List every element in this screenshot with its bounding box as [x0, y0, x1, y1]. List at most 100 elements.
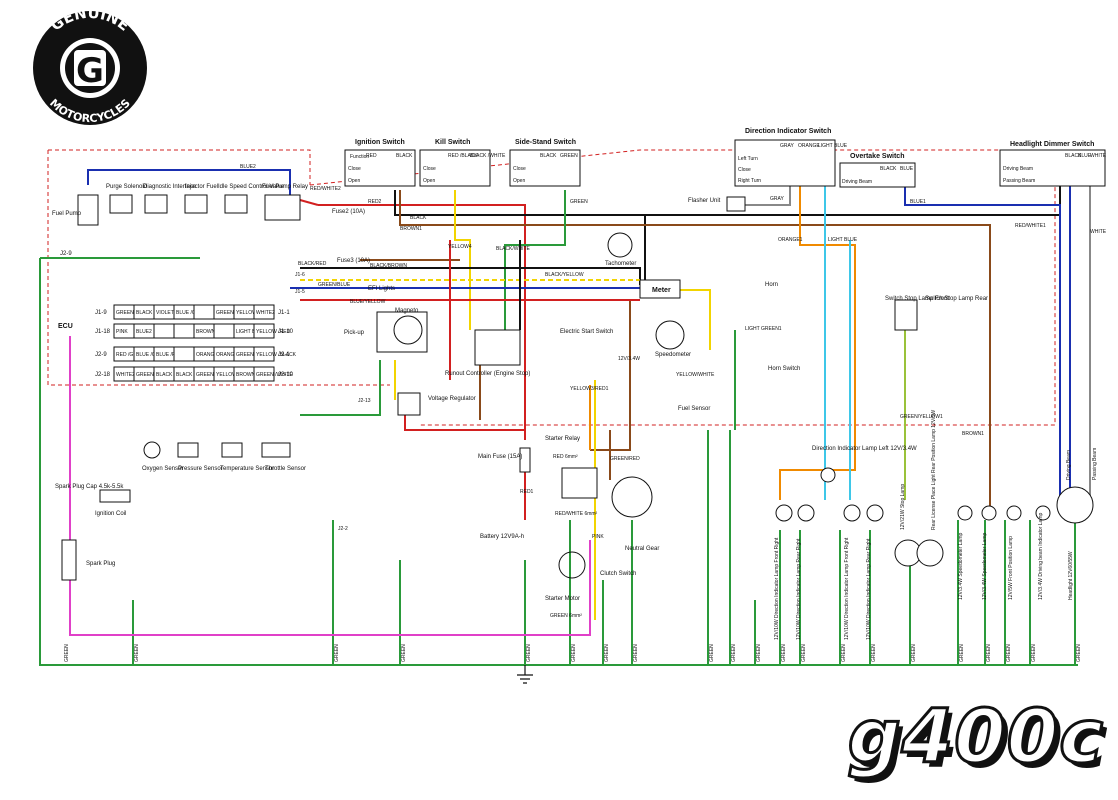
ground-label: GREEN [986, 644, 992, 662]
switch-col: BLACK [880, 166, 897, 172]
neutral-gear-label: Neutral Gear [625, 546, 659, 552]
switch-col: BLACK [540, 153, 557, 159]
lamp-label: 12V/10W Direction Indicator Lamp Front R… [774, 537, 780, 640]
ecu-cell: RED /GRAY [116, 352, 144, 358]
ground-label: GREEN [401, 644, 407, 662]
switch-row: Passing Beam [1003, 178, 1035, 184]
ground-symbol-icon [517, 665, 533, 684]
electric-start-label: Electric Start Switch [560, 329, 613, 335]
ecu-cell: LIGHT BLUE2 [236, 329, 268, 335]
voltage-regulator-label: Voltage Regulator [428, 396, 476, 402]
wire-label: BLUE2 [240, 164, 256, 170]
switch-row: Open [348, 178, 360, 184]
fuse2-label: Fuse2 (10A) [332, 209, 365, 215]
wire-label: BLACK [410, 215, 427, 221]
pressure-sensor-label: Pressure Sensor [178, 466, 223, 472]
horn-switch-label: Horn Switch [768, 366, 800, 372]
switch-row: Close [423, 166, 436, 172]
wire-label: LIGHT BLUE [828, 237, 858, 243]
side-stand-switch-title: Side-Stand Switch [515, 139, 576, 146]
ecu-cell: WHITE2 /RED [116, 372, 149, 378]
ecu-label: ECU [58, 323, 73, 330]
wire-label: GREEN/RED [610, 456, 640, 462]
speedometer-label: Speedometer [655, 352, 691, 358]
ground-label: GREEN [633, 644, 639, 662]
switch-col: WHITE [1090, 153, 1107, 159]
switch-col: BLUE [1078, 153, 1092, 159]
switch-row: Left Turn [738, 156, 758, 162]
wire-label: YELLOW3/RED1 [570, 386, 609, 392]
magneto-label: Magneto [395, 308, 419, 314]
spark-plug-cap-label: Spark Plug Cap 4.5k-5.5k [55, 484, 124, 490]
horn-label: Horn [765, 282, 778, 288]
side-stand-switch: Side-Stand Switch BLACK GREEN Close Open [509, 139, 581, 187]
fuse3-label: Fuse3 (10A) [337, 258, 370, 264]
ecu-cell: VIOLET [156, 310, 174, 316]
temperature-sensor-label: Temperature Sensor [220, 466, 274, 472]
switch-row: Close [513, 166, 526, 172]
ground-label: GREEN [841, 644, 847, 662]
wire-label: BLACK/RED [298, 261, 327, 267]
ecu-cell: GREEN /RED [196, 372, 228, 378]
ground-label: GREEN [756, 644, 762, 662]
ecu-cell: BLUE2 [136, 329, 152, 335]
lamp-label: 12V/21W Stop Lamp [900, 484, 906, 530]
switch-col: RED /BLACK [448, 153, 478, 159]
wire-label: RED2 [368, 199, 382, 205]
header-function: Function [350, 154, 369, 160]
dir-left-label: Direction Indicator Lamp Left 12V/3.4W [812, 446, 917, 452]
fuel-pump-relay-label: Fuel Pump Relay [262, 184, 308, 190]
ignition-switch-title: Ignition Switch [355, 139, 405, 146]
harness-boundary [47, 149, 1056, 426]
wire-label: J2-2 [338, 526, 348, 532]
lamp-label: Rear License Place Light Rear Position L… [931, 410, 937, 530]
ecu-cell: GREEN /WHITE [256, 372, 293, 378]
wire-label: RED/WHITE2 [310, 186, 341, 192]
battery-label: Battery 12V9A-h [480, 534, 524, 540]
lamp-label: 12V/10W Direction Indicator Lamp Front R… [844, 537, 850, 640]
wire-label: YELLOW/WHITE [676, 372, 715, 378]
ecu-row-3: J2-9 RED /GRAY BLUE /GREEN BLUE /RED ORA… [95, 346, 297, 362]
ground-label: GREEN [1006, 644, 1012, 662]
wire-label: J1-5 [295, 289, 305, 295]
switch-col: GRAY [780, 143, 794, 149]
wire-label: WHITE [1090, 229, 1107, 235]
ground-label: GREEN [64, 644, 70, 662]
wire-label: BLACK/WHITE [496, 246, 531, 252]
ecu-row-4-right: J2-10 [278, 372, 294, 378]
wire-label: BLUE/YELLOW [350, 299, 386, 305]
top-components: Fuel Pump J2-9 Purge Solenoid Diagnostic… [52, 184, 308, 257]
ecu-row-4-left: J2-18 [95, 372, 111, 378]
headlight-dimmer-switch-title: Headlight Dimmer Switch [1010, 141, 1094, 148]
meter-label: Meter [652, 287, 671, 294]
ecu-row-2-right: J1-10 [278, 329, 294, 335]
ground-label: GREEN [1031, 644, 1037, 662]
lamp-label: Headlight 12V60/55W [1068, 551, 1074, 600]
ecu-row-3-left: J2-9 [95, 352, 107, 358]
kill-switch-title: Kill Switch [435, 139, 470, 146]
lamp-label: 12V/5W Front Position Lamp [1008, 536, 1014, 600]
ignition-coil-label: Ignition Coil [95, 511, 126, 517]
ground-label: GREEN [871, 644, 877, 662]
ecu-cell: BLACK /RED [176, 372, 206, 378]
switch-col: LIGHT BLUE [818, 143, 848, 149]
efi-label: EFI Lights [368, 286, 395, 292]
ecu-row-2: J1-18 PINK BLUE2 BROWN2 LIGHT BLUE2 YELL… [95, 323, 294, 339]
ecu-block: ECU J1-9 GREEN1 BLACK /WHITE VIOLET BLUE… [58, 304, 297, 382]
wire-label: GREEN 6mm² [550, 613, 582, 619]
overtake-switch-title: Overtake Switch [850, 153, 904, 160]
ecu-cell: BLUE /RED [156, 352, 183, 358]
ground-labels: GREEN GREEN GREEN GREEN GREEN GREEN GREE… [64, 644, 1082, 684]
switch-row: Driving Beam [1003, 166, 1033, 172]
ecu-cell: GREEN1 [236, 352, 257, 358]
wire-labels: BLUE2 RED/WHITE2 RED2 BLACK BROWN1 GREEN… [240, 164, 1107, 619]
wire-label: RED/WHITE 6mm² [555, 511, 598, 517]
wire-label: BROWN1 [962, 431, 984, 437]
starter-motor-label: Starter Motor [545, 596, 580, 602]
wire-label: 12V/3.4W [618, 356, 640, 362]
wire-label: RED/WHITE1 [1015, 223, 1046, 229]
beam-label: Passing Beam [1092, 448, 1098, 480]
pickup-label: Pick-up [344, 330, 365, 336]
ecu-row-1-left: J1-9 [95, 310, 107, 316]
ecu-cell: YELLOW /RED [256, 329, 291, 335]
